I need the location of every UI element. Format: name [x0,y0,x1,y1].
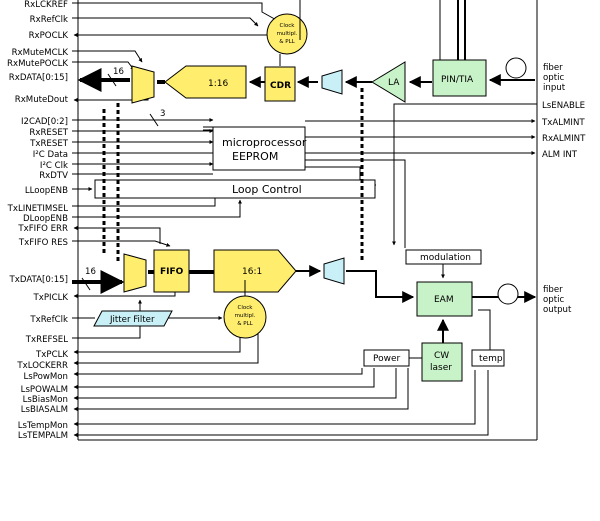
fiber-input-label: fiber optic input [543,63,566,93]
svg-text:multipl.: multipl. [277,31,298,37]
left-signal-labels: RxLCKREF RxRefClk RxPOCLK RxMuteMCLK RxM… [7,0,69,441]
svg-text:output: output [543,305,572,315]
fiber-input-coil [505,57,527,79]
signal-label: LsTEMPALM [18,431,68,441]
signal-label: RxPOCLK [29,31,69,41]
signal-label: RxRESET [29,128,68,138]
svg-text:Clock: Clock [280,23,296,29]
la-label: LA [388,78,400,88]
microprocessor-block: microprocessor EEPROM [203,126,307,171]
signal-label: TxALMINT [541,118,585,128]
svg-text:optic: optic [543,73,564,83]
svg-text:optic: optic [543,295,564,305]
signal-label: RxLCKREF [24,0,68,10]
loop-control-block [94,179,376,199]
signal-label: RxDATA[0:15] [9,73,68,83]
jitter-filter-label: Jitter Filter [109,315,155,325]
svg-text:multipl.: multipl. [235,313,256,319]
signal-label: TxRESET [29,139,69,149]
signal-label: LsPOWALM [21,385,68,395]
signal-label: TxFIFO RES [18,238,68,248]
signal-label: LsPowMon [23,372,68,382]
svg-text:fiber: fiber [543,285,563,295]
tx-mux-shape [123,253,147,293]
jitter-filter-block [93,310,173,327]
svg-text:& PLL: & PLL [279,39,295,45]
tx-switch-shape [323,257,345,285]
power-label: Power [373,354,401,364]
signal-label: RxMuteDout [15,95,69,105]
svg-text:fiber: fiber [543,63,563,73]
signal-label: DLoopENB [23,214,68,224]
rx-switch-shape [321,69,343,95]
signal-label: RxMuteMCLK [12,48,69,58]
loop-control-label: Loop Control [232,183,302,196]
signal-label: TxPICLK [33,293,69,303]
signal-label: LsBIASALM [21,405,68,415]
signal-label: TxLOCKERR [16,361,68,371]
signal-label: LsBiasMon [23,395,68,405]
signal-label: TxDATA[0:15] [9,275,68,285]
signal-label: TxLINETIMSEL [7,204,69,214]
cw-laser-block [421,342,463,382]
signal-label: ALM INT [542,150,578,160]
right-signal-wires [305,103,537,248]
signal-label: I²C Clk [40,161,68,171]
rx-clock-pll [266,13,308,55]
fifo-label: FIFO [160,267,184,277]
temp-block [471,349,505,367]
demux-label: 1:16 [208,79,228,89]
pin-tia-label: PIN/TIA [441,75,474,85]
svg-text:Clock: Clock [238,305,254,311]
transmit-path: 16 FIFO 16:1 [72,249,415,303]
eeprom-label: EEPROM [232,150,278,163]
fiber-output-label: fiber optic output [543,285,572,315]
signal-label: RxRefClk [30,15,68,25]
tx-bus-width-label: 16 [85,267,96,277]
signal-label: TxREFSEL [25,335,68,345]
eam-block [416,281,473,317]
signal-label: LsTempMon [18,421,68,431]
signal-label: LsENABLE [542,101,585,111]
rx-bus-width-label: 16 [113,67,124,77]
demux-block [164,65,247,99]
i2c-bus-width-label: 3 [160,109,165,119]
temp-label: temp [479,354,503,364]
pin-tia-block [432,59,487,97]
micro-label: microprocessor [222,136,307,149]
receive-path: 16 1:16 CDR Clock multipl. & PLL LA PIN/… [77,0,535,104]
cw-label: CW [434,351,449,361]
la-block [371,61,406,103]
mux-block [213,249,297,293]
svg-text:input: input [543,83,566,93]
signal-label: RxMutePOCLK [7,59,68,69]
fiber-output-coil [497,283,519,305]
cdr-block [264,66,296,102]
signal-label: I²C Data [33,150,68,160]
signal-label: RxALMINT [542,134,586,144]
rx-mux-shape [131,65,155,104]
signal-label: TxPCLK [35,350,68,360]
eam-label: EAM [434,295,454,305]
signal-label: I2CAD[0:2] [21,117,68,127]
modulation-label: modulation [420,253,471,263]
laser-label: laser [430,363,452,373]
right-signal-labels: LsENABLE TxALMINT RxALMINT ALM INT [541,101,586,160]
svg-text:& PLL: & PLL [237,321,253,327]
signal-label: RxDTV [39,171,68,181]
signal-label: TxFIFO ERR [17,224,68,234]
mux-label: 16:1 [242,267,262,277]
signal-label: TxRefClk [29,315,68,325]
cdr-label: CDR [270,81,291,91]
signal-label: LLoopENB [25,186,68,196]
